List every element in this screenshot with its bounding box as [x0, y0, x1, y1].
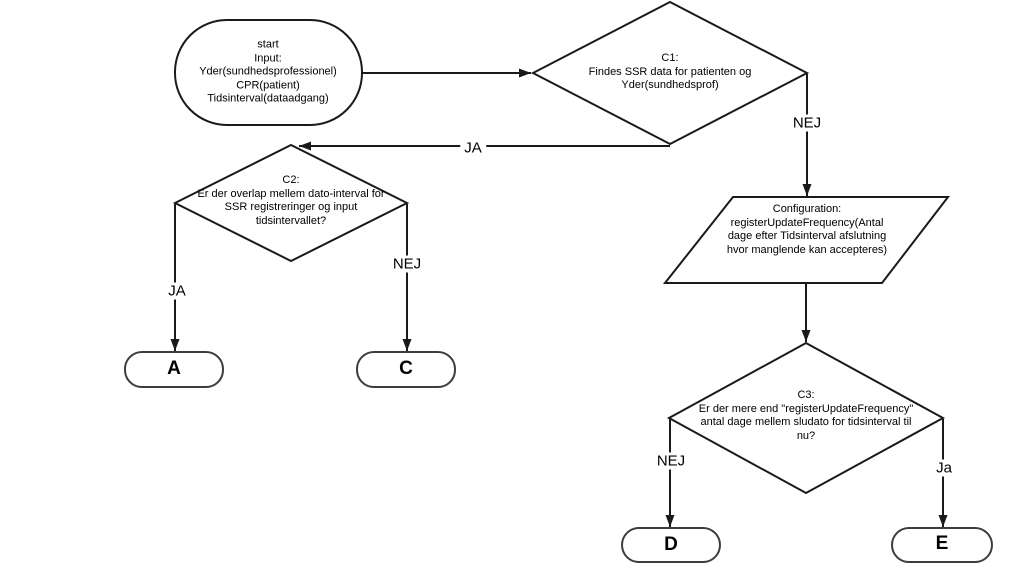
decision-c1-shape — [530, 0, 810, 146]
c3-line-3: antal dage mellem sludato for tidsinterv… — [700, 416, 912, 428]
terminal-a-shape — [124, 351, 224, 388]
start-line-1: start — [257, 38, 279, 51]
edge-label-c1-to-c2: JA — [460, 139, 486, 157]
config-line-4: hvor manglende kan accepteres) — [726, 243, 888, 256]
c2-line-3: SSR registreringer og input — [224, 201, 358, 213]
c1-line-3: Yder(sundhedsprof) — [621, 78, 719, 91]
terminal-c-shape — [356, 351, 456, 388]
decision-c3-text: C3: Er der mere end "registerUpdateFrequ… — [699, 389, 913, 443]
start-line-2: Input: — [254, 51, 282, 64]
c3-line-1: C3: — [797, 389, 815, 401]
edge-label-c3-to-d: NEJ — [652, 452, 690, 470]
terminal-e-label: E — [935, 533, 949, 554]
edge-label-c3-to-e: Ja — [932, 459, 956, 477]
config-parallelogram-shape — [662, 196, 951, 284]
decision-c2-shape — [172, 143, 410, 263]
terminal-a-label: A — [167, 358, 181, 379]
terminal-d-shape — [621, 527, 721, 563]
start-line-3: Yder(sundhedsprofessionel) — [199, 65, 337, 78]
c1-line-1: C1: — [661, 51, 679, 64]
start-node-text: start Input: Yder(sundhedsprofessionel) … — [199, 38, 337, 106]
c2-line-1: C2: — [282, 174, 300, 186]
c1-line-2: Findes SSR data for patienten og — [588, 65, 752, 78]
c3-line-4: nu? — [796, 429, 816, 442]
edge-label-c2-to-a: JA — [164, 282, 190, 300]
start-node-shape — [174, 19, 363, 126]
config-line-2: registerUpdateFrequency(Antal — [730, 216, 884, 229]
edge-label-c2-to-c: NEJ — [388, 255, 426, 273]
terminal-c-label: C — [399, 358, 413, 379]
config-node-text: Configuration: registerUpdateFrequency(A… — [727, 203, 887, 257]
c2-line-4: tidsintervallet? — [255, 214, 327, 227]
start-line-4: CPR(patient) — [236, 78, 300, 91]
decision-c3-shape — [666, 341, 946, 495]
edge-label-c1-to-config: NEJ — [788, 114, 826, 132]
config-line-1: Configuration: — [772, 203, 842, 215]
terminal-d-label: D — [664, 534, 678, 555]
c2-line-2: Er der overlap mellem dato-interval for — [197, 187, 385, 200]
c3-line-2: Er der mere end "registerUpdateFrequency… — [698, 402, 914, 415]
decision-c2-text: C2: Er der overlap mellem dato-interval … — [197, 174, 384, 228]
start-line-5: Tidsinterval(dataadgang) — [207, 92, 329, 105]
terminal-e-shape — [891, 527, 993, 563]
config-line-3: dage efter Tidsinterval afslutning — [727, 230, 887, 242]
decision-c1-text: C1: Findes SSR data for patienten og Yde… — [589, 52, 752, 93]
